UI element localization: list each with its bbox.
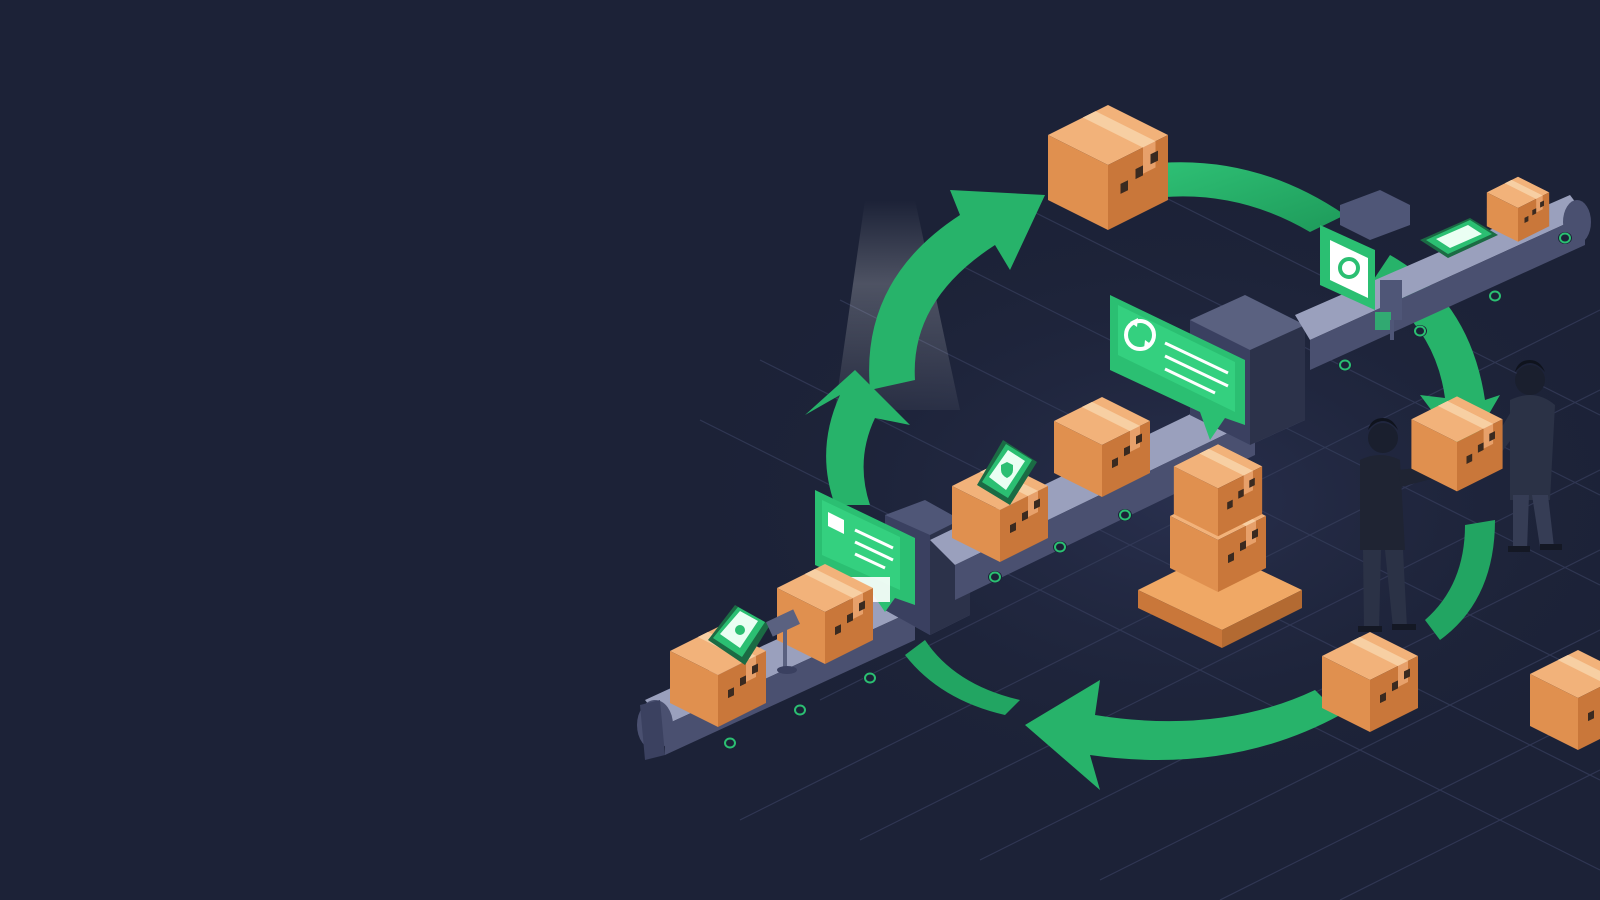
scanner-icon (1375, 280, 1402, 340)
recycle-icon (1124, 318, 1156, 351)
pallet-icon (1138, 444, 1302, 648)
person-icon (1358, 360, 1562, 632)
scanner-icon (766, 609, 800, 674)
tablet-icon (708, 218, 1498, 665)
label-icon (815, 225, 1375, 612)
shield-icon (1001, 462, 1013, 478)
